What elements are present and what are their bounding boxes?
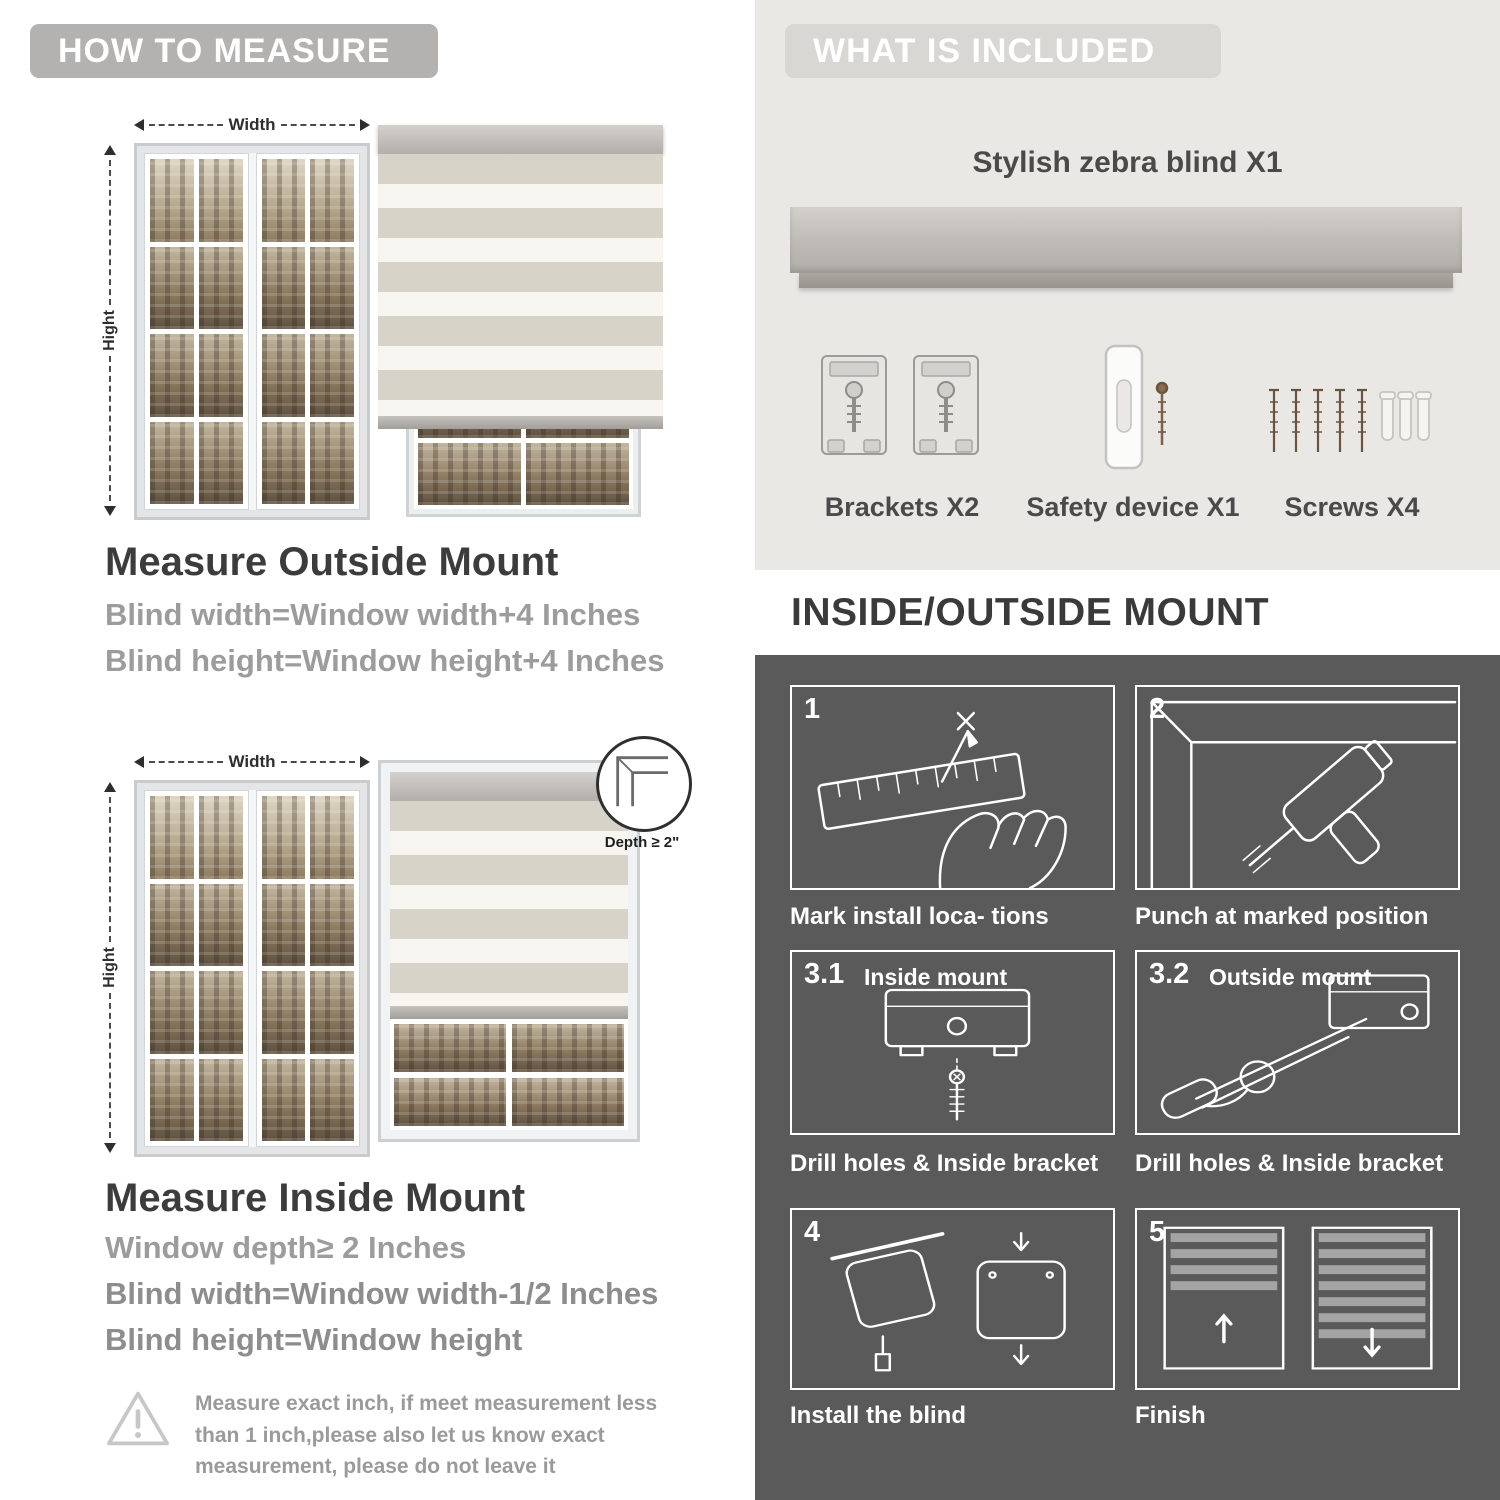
safety-device-label: Safety device X1 [1026, 492, 1240, 522]
what-is-included-title: WHAT IS INCLUDED [813, 31, 1156, 70]
height-arrow: Hight [100, 145, 120, 516]
step-number: 4 [804, 1216, 821, 1248]
mount-section-title: INSIDE/OUTSIDE MOUNT [791, 590, 1270, 634]
finish-illustration [1163, 1226, 1433, 1370]
drill-illustration [1150, 700, 1457, 888]
step-4-panel: 4 [790, 1208, 1115, 1390]
safety-device-icon [1104, 344, 1169, 470]
outside-mount-blind-figure [378, 125, 663, 517]
mount-title-band: INSIDE/OUTSIDE MOUNT [755, 570, 1500, 655]
arrow-up-icon [104, 782, 116, 792]
blind-headrail [378, 125, 663, 154]
arrow-left-icon [134, 756, 144, 768]
step-3-1-caption: Drill holes & Inside bracket [790, 1150, 1099, 1177]
arrow-up-icon [104, 145, 116, 155]
step-tag: Inside mount [864, 964, 1008, 990]
install-blind-illustration [830, 1232, 1066, 1372]
arrow-down-icon [104, 506, 116, 516]
inside-mount-window-figure: Width Hight [100, 752, 370, 1157]
blind-bottomrail [378, 416, 663, 429]
what-is-included-badge: WHAT IS INCLUDED [785, 24, 1221, 78]
outside-rule-2: Blind height=Window height+4 Inches [105, 643, 665, 678]
inside-rule-1: Window depth≥ 2 Inches [105, 1230, 467, 1265]
step-1-panel: 1 [790, 685, 1115, 890]
warning-text: Measure exact inch, if meet measurement … [195, 1392, 658, 1478]
step-2-caption: Punch at marked position [1135, 903, 1429, 930]
outside-rule-1: Blind width=Window width+4 Inches [105, 597, 641, 632]
width-label: Width [228, 752, 276, 771]
blind-stripes [390, 801, 628, 1006]
width-label: Width [228, 115, 276, 134]
window-photo [134, 143, 370, 520]
width-arrow: Width [134, 752, 370, 772]
depth-callout-label: Depth ≥ 2" [604, 834, 680, 851]
depth-detail-callout [596, 736, 692, 832]
screws-label: Screws X4 [1284, 492, 1420, 522]
mount-section [755, 655, 1500, 1500]
arrow-right-icon [360, 756, 370, 768]
step-1-caption: Mark install loca- tions [790, 903, 1049, 930]
step-3-2-panel: 3.2 Outside mount [1135, 950, 1460, 1135]
brackets-label: Brackets X2 [824, 492, 980, 522]
outside-mount-window-figure: Width Hight [100, 115, 370, 520]
step-3-1-panel: 3.1 Inside mount [790, 950, 1115, 1135]
step-number: 5 [1149, 1216, 1166, 1248]
step-number: 1 [804, 693, 821, 725]
inside-mount-blind-figure: Depth ≥ 2" [378, 736, 692, 1142]
outside-bracket-illustration [1160, 974, 1430, 1119]
window-panes-below-blind [390, 1020, 628, 1130]
arrow-down-icon [104, 1143, 116, 1153]
step-number: 3.2 [1149, 958, 1190, 990]
zebra-blind-product-icon [790, 207, 1462, 273]
step-number: 2 [1149, 693, 1166, 725]
step-5-caption: Finish [1135, 1402, 1206, 1429]
blind-bottomrail [390, 1006, 628, 1019]
window-panes [144, 153, 360, 510]
step-4-caption: Install the blind [790, 1402, 967, 1429]
blind-headrail [390, 772, 628, 801]
step-number: 3.1 [804, 958, 845, 990]
window-frame [378, 760, 640, 1142]
arrow-left-icon [134, 119, 144, 131]
step-5-panel: 5 [1135, 1208, 1460, 1390]
window-panes [144, 790, 360, 1147]
inside-mount-heading: Measure Inside Mount [105, 1176, 526, 1220]
mark-locations-illustration [817, 711, 1067, 888]
brackets-icon [821, 355, 979, 455]
step-2-panel: 2 [1135, 685, 1460, 890]
measure-warning: Measure exact inch, if meet measurement … [105, 1388, 665, 1483]
how-to-measure-badge: HOW TO MEASURE [30, 24, 438, 78]
zebra-blind-outside [378, 125, 663, 429]
width-arrow: Width [134, 115, 370, 135]
zebra-blind-product-lip [799, 273, 1453, 288]
inside-bracket-illustration [884, 988, 1031, 1121]
outside-mount-heading: Measure Outside Mount [105, 540, 559, 584]
zebra-blind-label: Stylish zebra blind X1 [972, 146, 1283, 179]
inside-rule-2: Blind width=Window width-1/2 Inches [105, 1276, 659, 1311]
step-3-2-caption: Drill holes & Inside bracket [1135, 1150, 1444, 1177]
warning-triangle-icon [107, 1391, 169, 1446]
arrow-right-icon [360, 119, 370, 131]
step-tag: Outside mount [1209, 964, 1372, 990]
height-label: Hight [101, 310, 118, 351]
how-to-measure-title: HOW TO MEASURE [58, 31, 391, 70]
height-label: Hight [101, 947, 118, 988]
blind-stripes [378, 154, 663, 416]
inside-rule-3: Blind height=Window height [105, 1322, 523, 1357]
height-arrow: Hight [100, 782, 120, 1153]
screws-icon [1269, 388, 1432, 452]
window-photo [134, 780, 370, 1157]
